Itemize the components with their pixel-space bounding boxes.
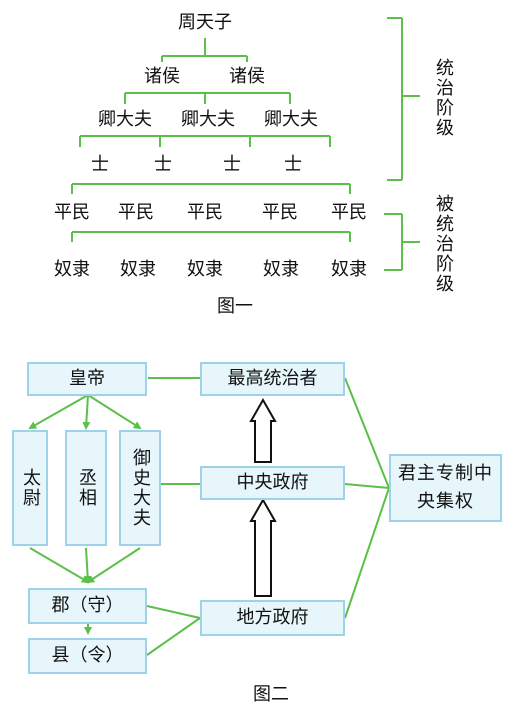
central-government-box: 中央政府 (200, 466, 345, 500)
autocratic-centralization-box: 君主专制中央集权 (389, 454, 502, 522)
commandery-box: 郡（守） (28, 588, 147, 624)
figure1-lines (71, 17, 420, 271)
county-box: 县（令） (28, 638, 147, 674)
slave-node-3: 奴隶 (187, 259, 223, 280)
slave-node-2: 奴隶 (120, 259, 156, 280)
minister-node-1: 卿大夫 (98, 109, 152, 130)
slave-node-5: 奴隶 (331, 259, 367, 280)
figure2-lines (28, 377, 390, 656)
hollow-arrows (249, 397, 277, 597)
scholar-node-1: 士 (91, 154, 109, 175)
figure2-caption: 图二 (253, 684, 289, 705)
commoner-node-3: 平民 (187, 202, 223, 223)
ruled-class-label: 被统治阶级 (433, 194, 454, 294)
king-node: 周天子 (178, 12, 232, 33)
local-government-box: 地方政府 (200, 600, 345, 636)
commoner-node-2: 平民 (118, 202, 154, 223)
chancellor-box: 丞相 (65, 430, 107, 546)
supreme-ruler-box: 最高统治者 (200, 362, 345, 396)
emperor-box: 皇帝 (27, 362, 147, 396)
figure1-caption: 图一 (217, 296, 253, 317)
censor-box: 御史大夫 (119, 430, 161, 546)
scholar-node-3: 士 (223, 154, 241, 175)
minister-node-3: 卿大夫 (264, 109, 318, 130)
duke-node-1: 诸侯 (144, 66, 180, 87)
ruling-class-label: 统治阶级 (433, 58, 454, 138)
commoner-node-4: 平民 (262, 202, 298, 223)
scholar-node-4: 士 (284, 154, 302, 175)
slave-node-4: 奴隶 (263, 259, 299, 280)
minister-node-2: 卿大夫 (181, 109, 235, 130)
commoner-node-1: 平民 (54, 202, 90, 223)
grand-commandant-box: 太尉 (12, 430, 48, 546)
commoner-node-5: 平民 (331, 202, 367, 223)
duke-node-2: 诸侯 (229, 66, 265, 87)
slave-node-1: 奴隶 (54, 259, 90, 280)
scholar-node-2: 士 (154, 154, 172, 175)
